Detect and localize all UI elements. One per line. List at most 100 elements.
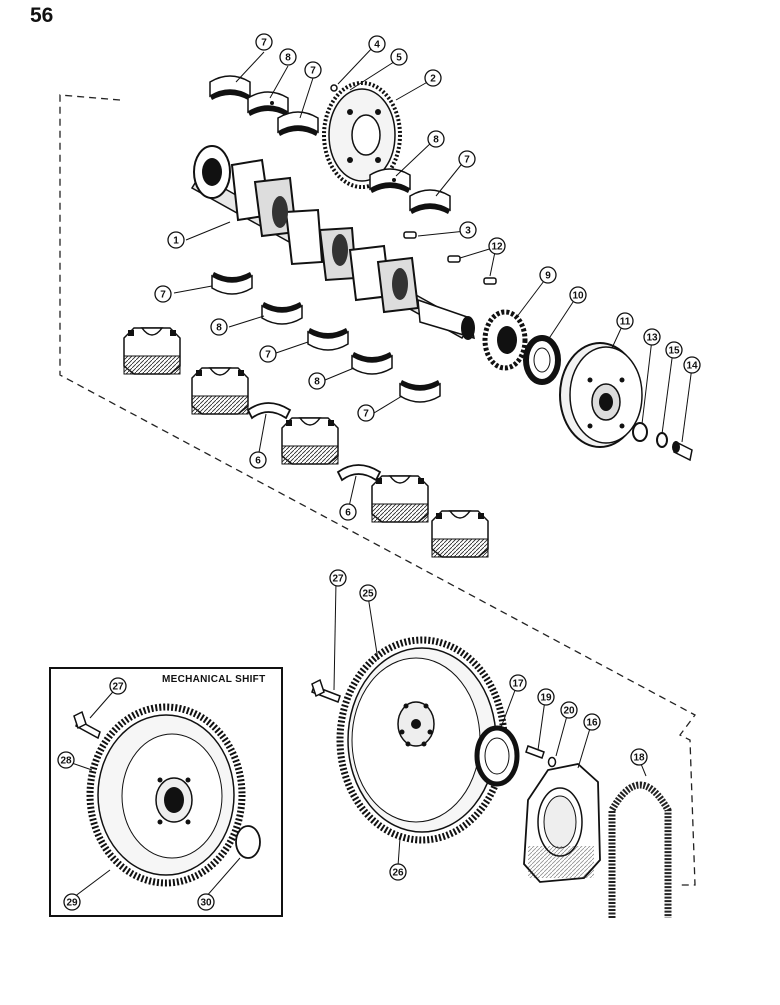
crankshaft-gear [322, 81, 402, 189]
pulley-bolt [672, 440, 693, 462]
callout-label: 26 [392, 868, 404, 879]
callout-label: 13 [646, 333, 658, 344]
lower-bearing-shell [351, 352, 393, 375]
flywheel-bolt [311, 678, 341, 703]
crankshaft [190, 145, 475, 340]
callout-circle [308, 372, 326, 390]
callout-circle [359, 584, 377, 602]
crankshaft-pulley [559, 342, 643, 448]
callout-circle [109, 677, 127, 695]
callout-label: 10 [572, 291, 584, 302]
rear-seal-retainer [523, 763, 601, 883]
callout-label: 9 [545, 271, 551, 282]
callout-label: 7 [160, 290, 166, 301]
callout-c5: 5 [390, 48, 408, 66]
callout-label: 8 [285, 53, 291, 64]
callout-label: 15 [668, 346, 680, 357]
callout-label: 2 [430, 74, 436, 85]
callout-label: 29 [66, 898, 78, 909]
key [447, 255, 461, 263]
main-bearing-cap [123, 327, 181, 375]
callout-c17: 17 [509, 674, 527, 692]
callout-circle [583, 713, 601, 731]
main-bearing-cap [281, 417, 339, 465]
crankshaft-sprocket [482, 309, 528, 371]
callout-label: 1 [173, 236, 179, 247]
callout-circle [259, 345, 277, 363]
inset-frame [49, 667, 283, 917]
callout-circle [488, 237, 506, 255]
callout-circle [509, 674, 527, 692]
inset-o-ring [235, 825, 261, 859]
callout-c8a: 8 [279, 48, 297, 66]
callout-c7b: 7 [304, 61, 322, 79]
rear-gasket [608, 781, 672, 918]
callout-circle [683, 356, 701, 374]
callout-circle [390, 48, 408, 66]
callout-label: 7 [265, 350, 271, 361]
callout-c8c: 8 [210, 318, 228, 336]
callout-circle [569, 286, 587, 304]
callout-c3: 3 [459, 221, 477, 239]
callout-c12: 12 [488, 237, 506, 255]
callout-label: 4 [374, 40, 380, 51]
callout-c26: 26 [389, 863, 407, 881]
callout-c20: 20 [560, 701, 578, 719]
callout-circle [368, 35, 386, 53]
retainer-bolt [525, 745, 545, 759]
callout-circle [560, 701, 578, 719]
callout-circle [539, 266, 557, 284]
callout-c14: 14 [683, 356, 701, 374]
callout-c6b: 6 [339, 503, 357, 521]
callout-c7a: 7 [255, 33, 273, 51]
callout-layer: 1234566777777888891011121314151617181920… [57, 33, 701, 911]
callout-label: 8 [314, 377, 320, 388]
callout-c25: 25 [359, 584, 377, 602]
callout-c27a: 27 [329, 569, 347, 587]
callout-c19: 19 [537, 688, 555, 706]
callout-label: 12 [491, 242, 503, 253]
upper-bearing-shell [209, 75, 251, 100]
lower-bearing-shell [307, 328, 349, 351]
callout-c2: 2 [424, 69, 442, 87]
key [483, 277, 497, 285]
inset-flywheel [86, 703, 246, 887]
upper-bearing-shell [369, 168, 411, 193]
callout-circle [329, 569, 347, 587]
callout-circle [389, 863, 407, 881]
callout-c6a: 6 [249, 451, 267, 469]
callout-label: 7 [261, 38, 267, 49]
callout-label: 6 [345, 508, 351, 519]
callout-label: 27 [332, 574, 344, 585]
lower-bearing-shell [399, 380, 441, 403]
callout-c7f: 7 [357, 404, 375, 422]
callout-c29: 29 [63, 893, 81, 911]
callout-circle [630, 748, 648, 766]
callout-c16: 16 [583, 713, 601, 731]
callout-circle [357, 404, 375, 422]
callout-circle [210, 318, 228, 336]
callout-circle [154, 285, 172, 303]
callout-c8d: 8 [308, 372, 326, 390]
callout-circle [643, 328, 661, 346]
lower-bearing-shell [211, 272, 253, 295]
upper-bearing-shell [409, 189, 451, 214]
rear-oil-seal [474, 725, 520, 787]
callout-c28: 28 [57, 751, 75, 769]
dowel-pin [330, 84, 338, 92]
callout-label: 7 [310, 66, 316, 77]
callout-circle [197, 893, 215, 911]
lower-bearing-shell [261, 302, 303, 325]
callout-circle [57, 751, 75, 769]
callout-label: 16 [586, 718, 598, 729]
upper-bearing-shell [247, 91, 289, 116]
callout-label: 3 [465, 226, 471, 237]
lock-washer [547, 756, 557, 768]
callout-c7d: 7 [154, 285, 172, 303]
callout-circle [279, 48, 297, 66]
leader-lines [65, 45, 693, 901]
callout-c10: 10 [569, 286, 587, 304]
callout-label: 11 [620, 317, 631, 328]
callout-label: 28 [60, 756, 72, 767]
